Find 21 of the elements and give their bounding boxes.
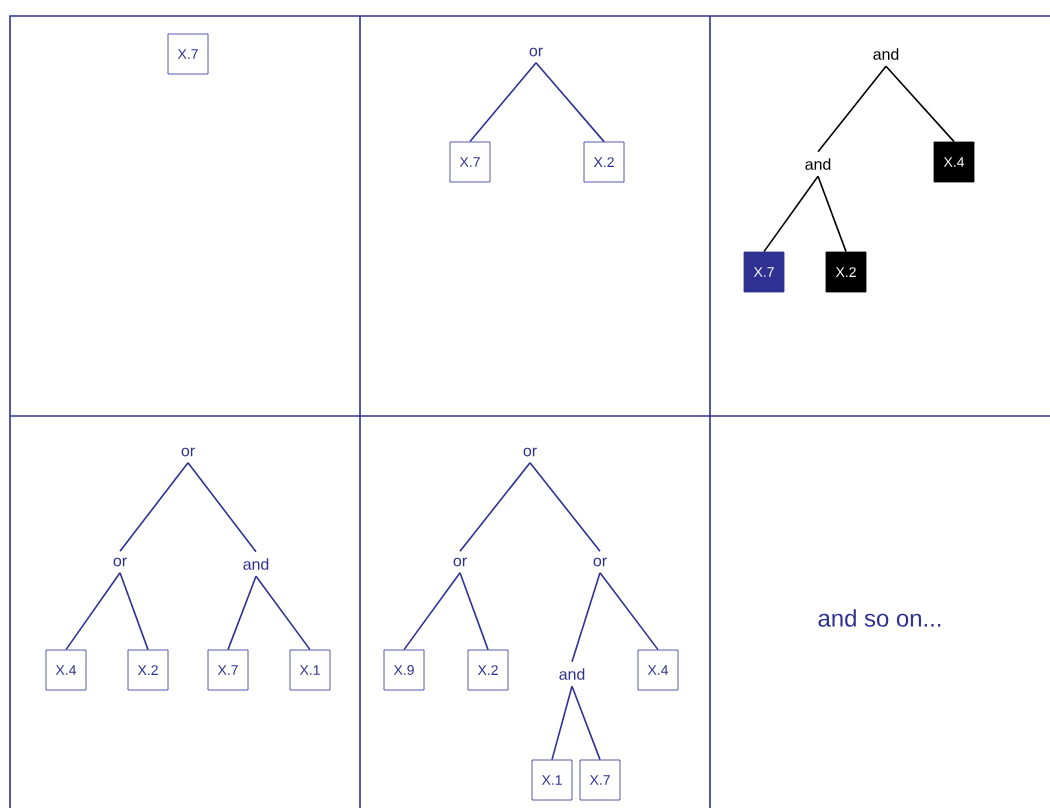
tree-branch	[763, 175, 819, 253]
tree-branch	[885, 65, 955, 143]
tree-branch	[187, 461, 257, 553]
tree-branch	[551, 685, 573, 761]
tree-branch	[459, 461, 531, 553]
tree-branch	[119, 461, 189, 553]
tree-branch	[817, 175, 847, 253]
tree-branch	[599, 571, 659, 651]
tree-branch	[535, 61, 605, 143]
tree-branch	[571, 571, 601, 663]
tree-branch	[119, 571, 149, 651]
tree-branch	[227, 575, 257, 651]
note-text: and so on...	[818, 609, 941, 627]
tree-branch	[817, 65, 887, 153]
tree-branch	[65, 571, 121, 651]
tree-branch	[469, 61, 537, 143]
tree-branch	[403, 571, 461, 651]
tree-branch	[459, 571, 489, 651]
tree-branch	[571, 685, 601, 761]
tree-branch	[529, 461, 601, 553]
tree-branch	[255, 575, 311, 651]
